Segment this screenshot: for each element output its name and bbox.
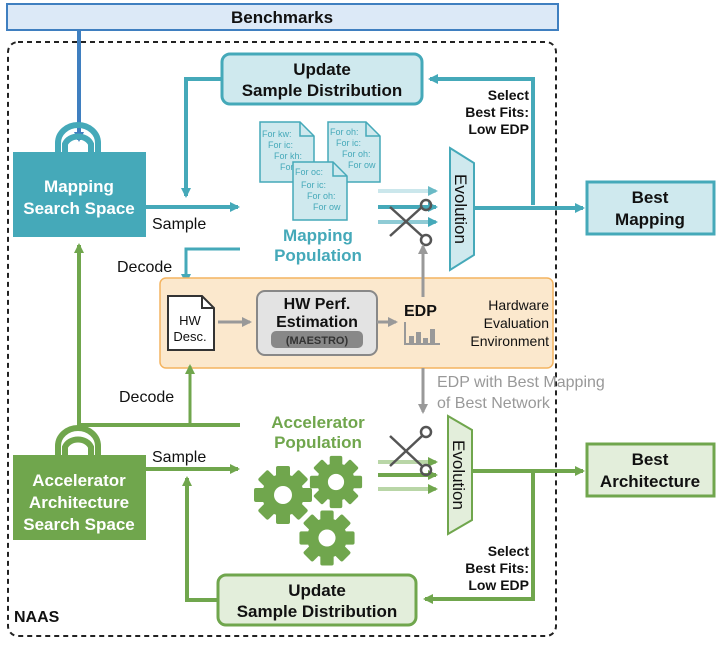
document-icon: For oc: For ic: For oh: For ow <box>292 161 348 221</box>
hw-perf-label-1: HW Perf. <box>284 296 351 313</box>
accelerator-search-space-label-2: Architecture <box>29 493 129 512</box>
mapping-search-space-box <box>13 152 146 237</box>
accelerator-search-space-label-1: Accelerator <box>32 471 126 490</box>
hardware-env-label-1: Hardware <box>488 297 549 313</box>
accelerator-population-label-2: Population <box>274 433 362 452</box>
hw-desc-label-1: HW <box>179 313 201 328</box>
edp-label: EDP <box>404 303 437 320</box>
best-mapping-label-1: Best <box>632 188 669 207</box>
mapping-population-label-1: Mapping <box>283 226 353 245</box>
mapping-search-space-label-2: Search Space <box>23 199 135 218</box>
mapping-select-label-1: Select <box>488 87 530 103</box>
doc2-line-3: For oh: <box>342 149 371 159</box>
doc1-line-3: For kh: <box>274 151 302 161</box>
mapping-population-label-2: Population <box>274 246 362 265</box>
doc1-line-2: For ic: <box>268 140 293 150</box>
hardware-env-label-3: Environment <box>470 333 549 349</box>
best-architecture-label-2: Architecture <box>600 472 700 491</box>
accelerator-select-label-1: Select <box>488 543 530 559</box>
accelerator-evolution-label: Evolution <box>449 440 468 510</box>
hw-desc-label-2: Desc. <box>173 329 206 344</box>
doc3-line-4: For ow <box>313 202 341 212</box>
mapping-select-path <box>428 74 535 205</box>
bag-handle-icon <box>55 425 101 455</box>
accelerator-evolution-block <box>447 414 473 536</box>
accelerator-update-label-1: Update <box>288 581 346 600</box>
mapping-sample-label: Sample <box>152 216 206 233</box>
accelerator-update-to-sample-path <box>182 476 218 602</box>
document-icon <box>167 295 215 351</box>
scissors-icon <box>389 198 433 247</box>
mapping-evolution-label: Evolution <box>451 174 470 244</box>
mapping-decode-label: Decode <box>117 259 172 276</box>
mapping-evolution-block <box>449 146 475 272</box>
hardware-env-label-2: Evaluation <box>484 315 549 331</box>
accelerator-population-label-1: Accelerator <box>271 413 365 432</box>
gear-icon <box>309 455 363 509</box>
doc2-line-4: For ow <box>348 160 376 170</box>
bag-handle-icon <box>55 122 101 152</box>
accelerator-select-path <box>423 471 535 604</box>
best-architecture-box <box>585 442 716 498</box>
mapping-update-label-1: Update <box>293 60 351 79</box>
mapping-decode-path <box>181 247 240 284</box>
naas-label: NAAS <box>14 609 60 626</box>
best-mapping-label-2: Mapping <box>615 210 685 229</box>
accelerator-to-mapping-space-path <box>74 243 240 427</box>
best-mapping-box <box>585 180 716 236</box>
accelerator-select-label-2: Best Fits: <box>465 560 529 576</box>
bar-chart-icon <box>404 322 440 345</box>
doc3-line-1: For oc: <box>295 167 323 177</box>
benchmarks-bar <box>6 3 559 31</box>
edp-note-label-2: of Best Network <box>437 395 551 412</box>
accelerator-update-label-2: Sample Distribution <box>237 602 398 621</box>
accelerator-decode-label: Decode <box>119 389 174 406</box>
mapping-update-label-2: Sample Distribution <box>242 81 403 100</box>
gear-icon <box>254 466 312 524</box>
best-architecture-label-1: Best <box>632 450 669 469</box>
edp-note-label-1: EDP with Best Mapping <box>437 374 605 391</box>
mapping-search-space-label-1: Mapping <box>44 177 114 196</box>
doc3-line-3: For oh: <box>307 191 336 201</box>
doc3-line-2: For ic: <box>301 180 326 190</box>
doc1-line-1: For kw: <box>262 129 292 139</box>
doc2-line-1: For oh: <box>330 127 359 137</box>
hw-perf-label-2: Estimation <box>276 314 358 331</box>
mapping-select-label-2: Best Fits: <box>465 104 529 120</box>
accelerator-search-space-box <box>13 455 146 540</box>
naas-frame <box>7 41 557 637</box>
maestro-label: (MAESTRO) <box>286 335 349 347</box>
benchmarks-label: Benchmarks <box>231 8 333 27</box>
gear-icon <box>299 510 355 566</box>
mapping-update-to-sample-path <box>181 77 222 198</box>
maestro-badge <box>271 331 363 348</box>
scissors-icon <box>389 425 433 477</box>
accelerator-select-label-3: Low EDP <box>468 577 529 593</box>
mapping-select-label-3: Low EDP <box>468 121 529 137</box>
accelerator-search-space-label-3: Search Space <box>23 515 135 534</box>
doc2-line-2: For ic: <box>336 138 361 148</box>
accelerator-sample-label: Sample <box>152 449 206 466</box>
